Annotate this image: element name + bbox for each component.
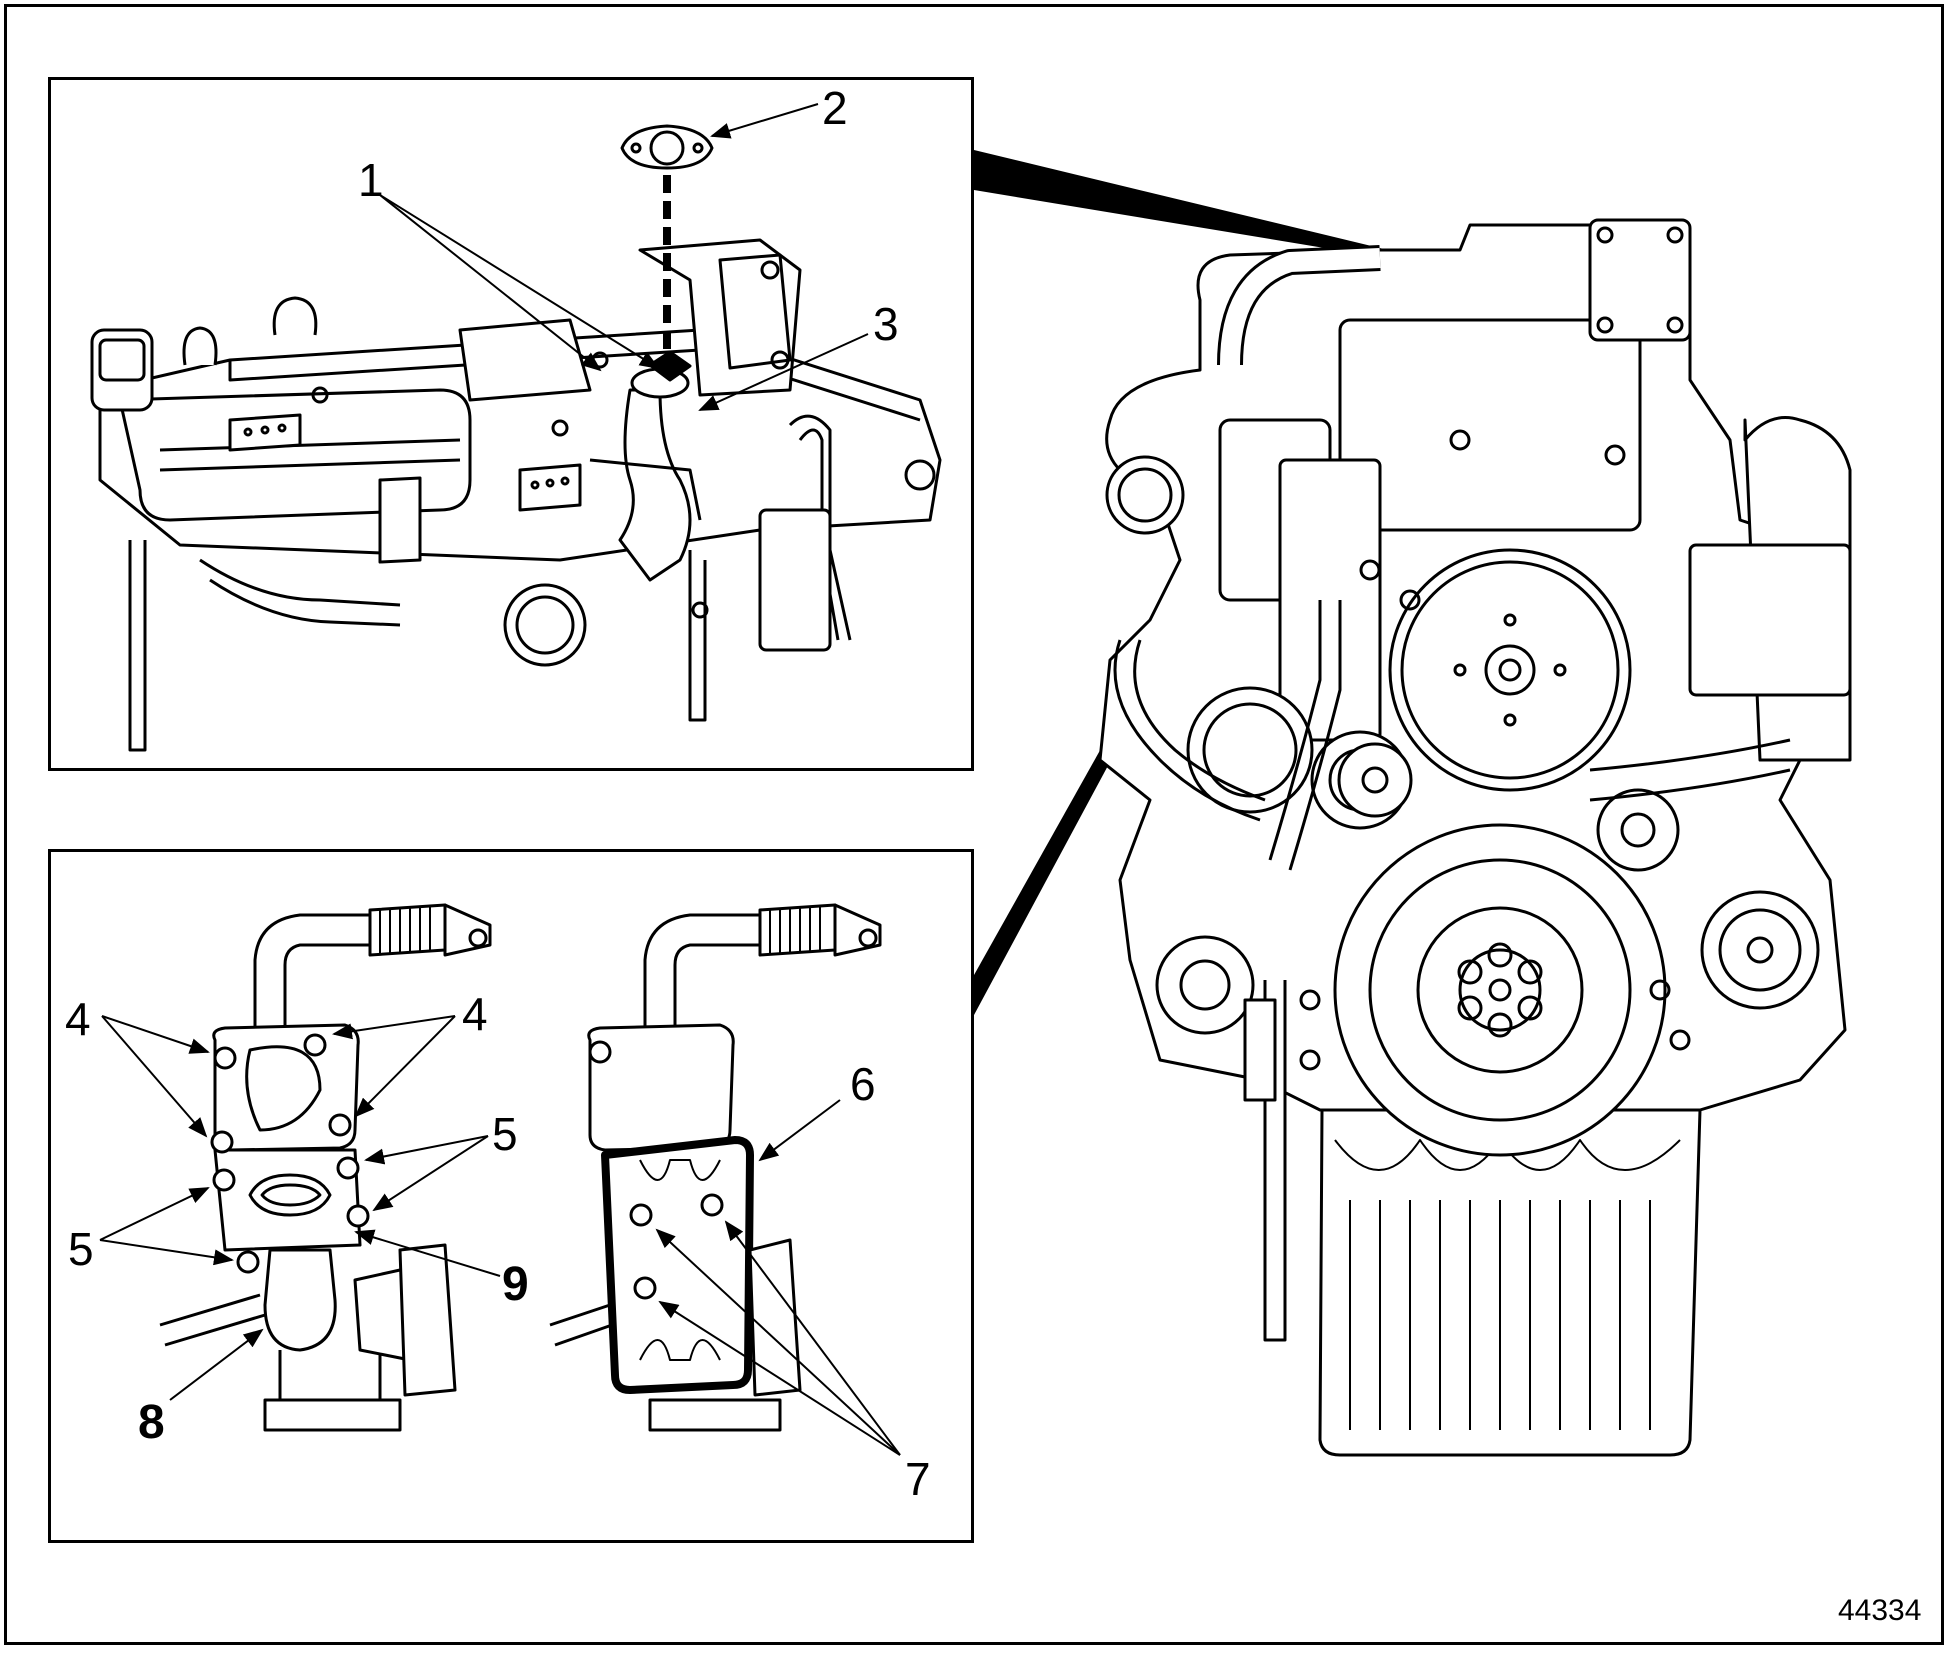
callout-1: 1 [358,154,384,206]
outer-frame [4,4,1944,1645]
callout-2: 2 [822,82,848,134]
callout-3: 3 [873,298,899,350]
callout-7: 7 [905,1453,931,1505]
callout-4-right: 4 [462,988,488,1040]
engine-front-view [1098,218,1852,1457]
top-inset-leaders [379,103,869,411]
callout-4-left: 4 [65,993,91,1045]
callout-5-right: 5 [492,1108,518,1160]
bottom-right-illustration [549,903,882,1432]
bottom-left-illustration [159,903,492,1432]
callout-6: 6 [850,1058,876,1110]
top-inset-illustration [90,124,942,752]
figure-number: 44334 [1838,1594,1921,1627]
callout-5-left: 5 [68,1223,94,1275]
callout-8: 8 [138,1396,165,1449]
callout-9: 9 [502,1258,529,1311]
bottom-inset-leaders [99,1015,901,1456]
